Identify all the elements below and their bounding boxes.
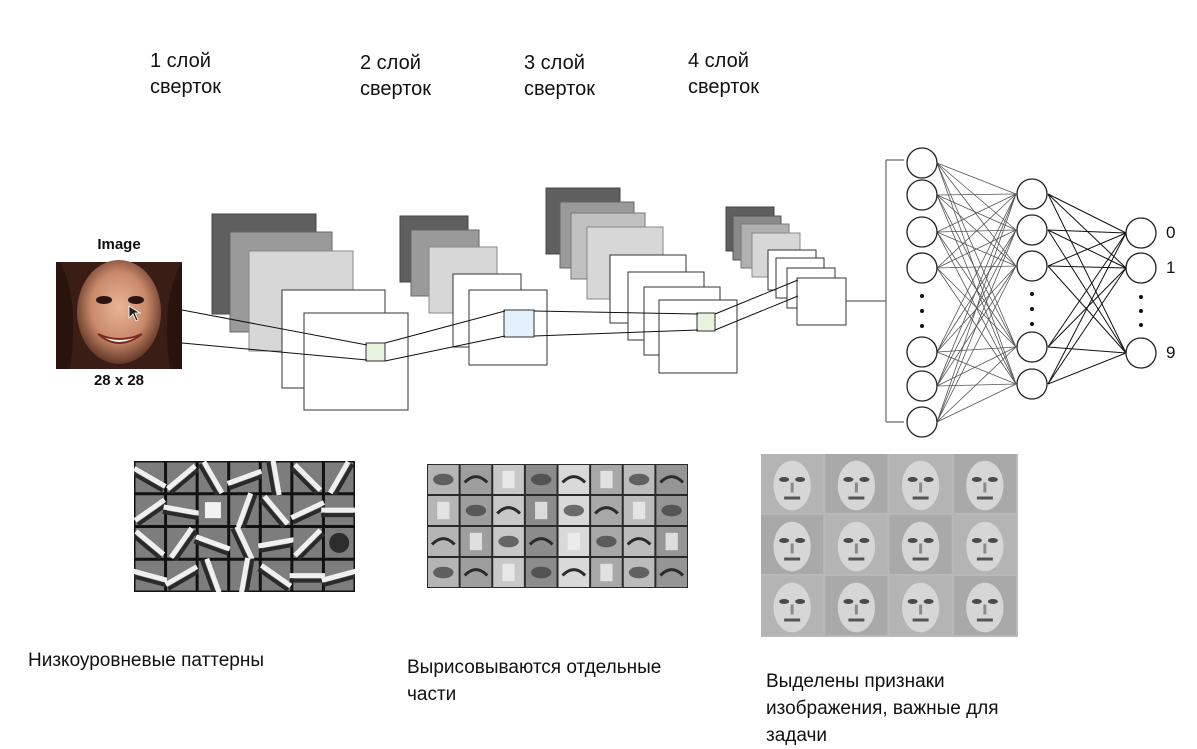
layer-1-label-line1: 1 слой [150,50,211,72]
layer-3-label-line1: 3 слой [524,52,585,74]
input-image-size: 28 x 28 [93,372,145,389]
layer-4-label-line1: 4 слой [688,50,749,72]
layer-4-label-line2: сверток [688,76,760,98]
fc-layer-2-neurons [1016,178,1048,400]
flatten-bracket [846,159,904,423]
output-neurons [1125,217,1157,369]
layer-1-label: 1 слой сверток [150,48,221,100]
mid-level-parts-image [427,464,688,588]
caption-high-line3: задачи [766,725,828,746]
conv-layer-4-stack [725,206,847,326]
layer-2-label-line1: 2 слой [360,52,421,74]
layer-3-label-line2: сверток [524,78,596,100]
conv-layer-1-stack [211,213,409,411]
layer-4-label: 4 слой сверток [688,48,759,100]
input-face-image [56,260,182,369]
input-image-title: Image [97,236,141,253]
fc-layer-1-neurons [906,147,938,438]
high-level-faces-image [761,454,1018,637]
layer-2-label-line2: сверток [360,78,432,100]
dense-connections-1 [936,162,1017,423]
output-label-9: 9 [1166,343,1176,362]
caption-mid-line1: Вырисовываются отдельные [407,657,662,678]
output-label-1: 1 [1166,258,1176,277]
dense-connections-2 [1047,193,1127,385]
caption-low-level: Низкоуровневые паттерны [28,650,265,671]
receptive-field-lines [181,279,799,362]
conv-layer-2-stack [399,215,548,366]
caption-mid-level: Вырисовываются отдельные части [407,654,661,708]
conv-layer-3-stack [545,187,738,374]
output-label-0: 0 [1166,223,1176,242]
fc-layer-2-ellipsis [1030,292,1034,326]
caption-high-level: Выделены признаки изображения, важные дл… [766,668,999,749]
fc-layer-1-ellipsis [920,294,924,328]
low-level-filters-image [134,461,355,592]
output-ellipsis [1139,295,1143,327]
caption-high-line2: изображения, важные для [766,698,999,719]
layer-2-label: 2 слой сверток [360,50,431,102]
layer-3-label: 3 слой сверток [524,50,595,102]
caption-mid-line2: части [407,684,457,705]
caption-high-line1: Выделены признаки [766,671,945,692]
layer-1-label-line2: сверток [150,76,222,98]
